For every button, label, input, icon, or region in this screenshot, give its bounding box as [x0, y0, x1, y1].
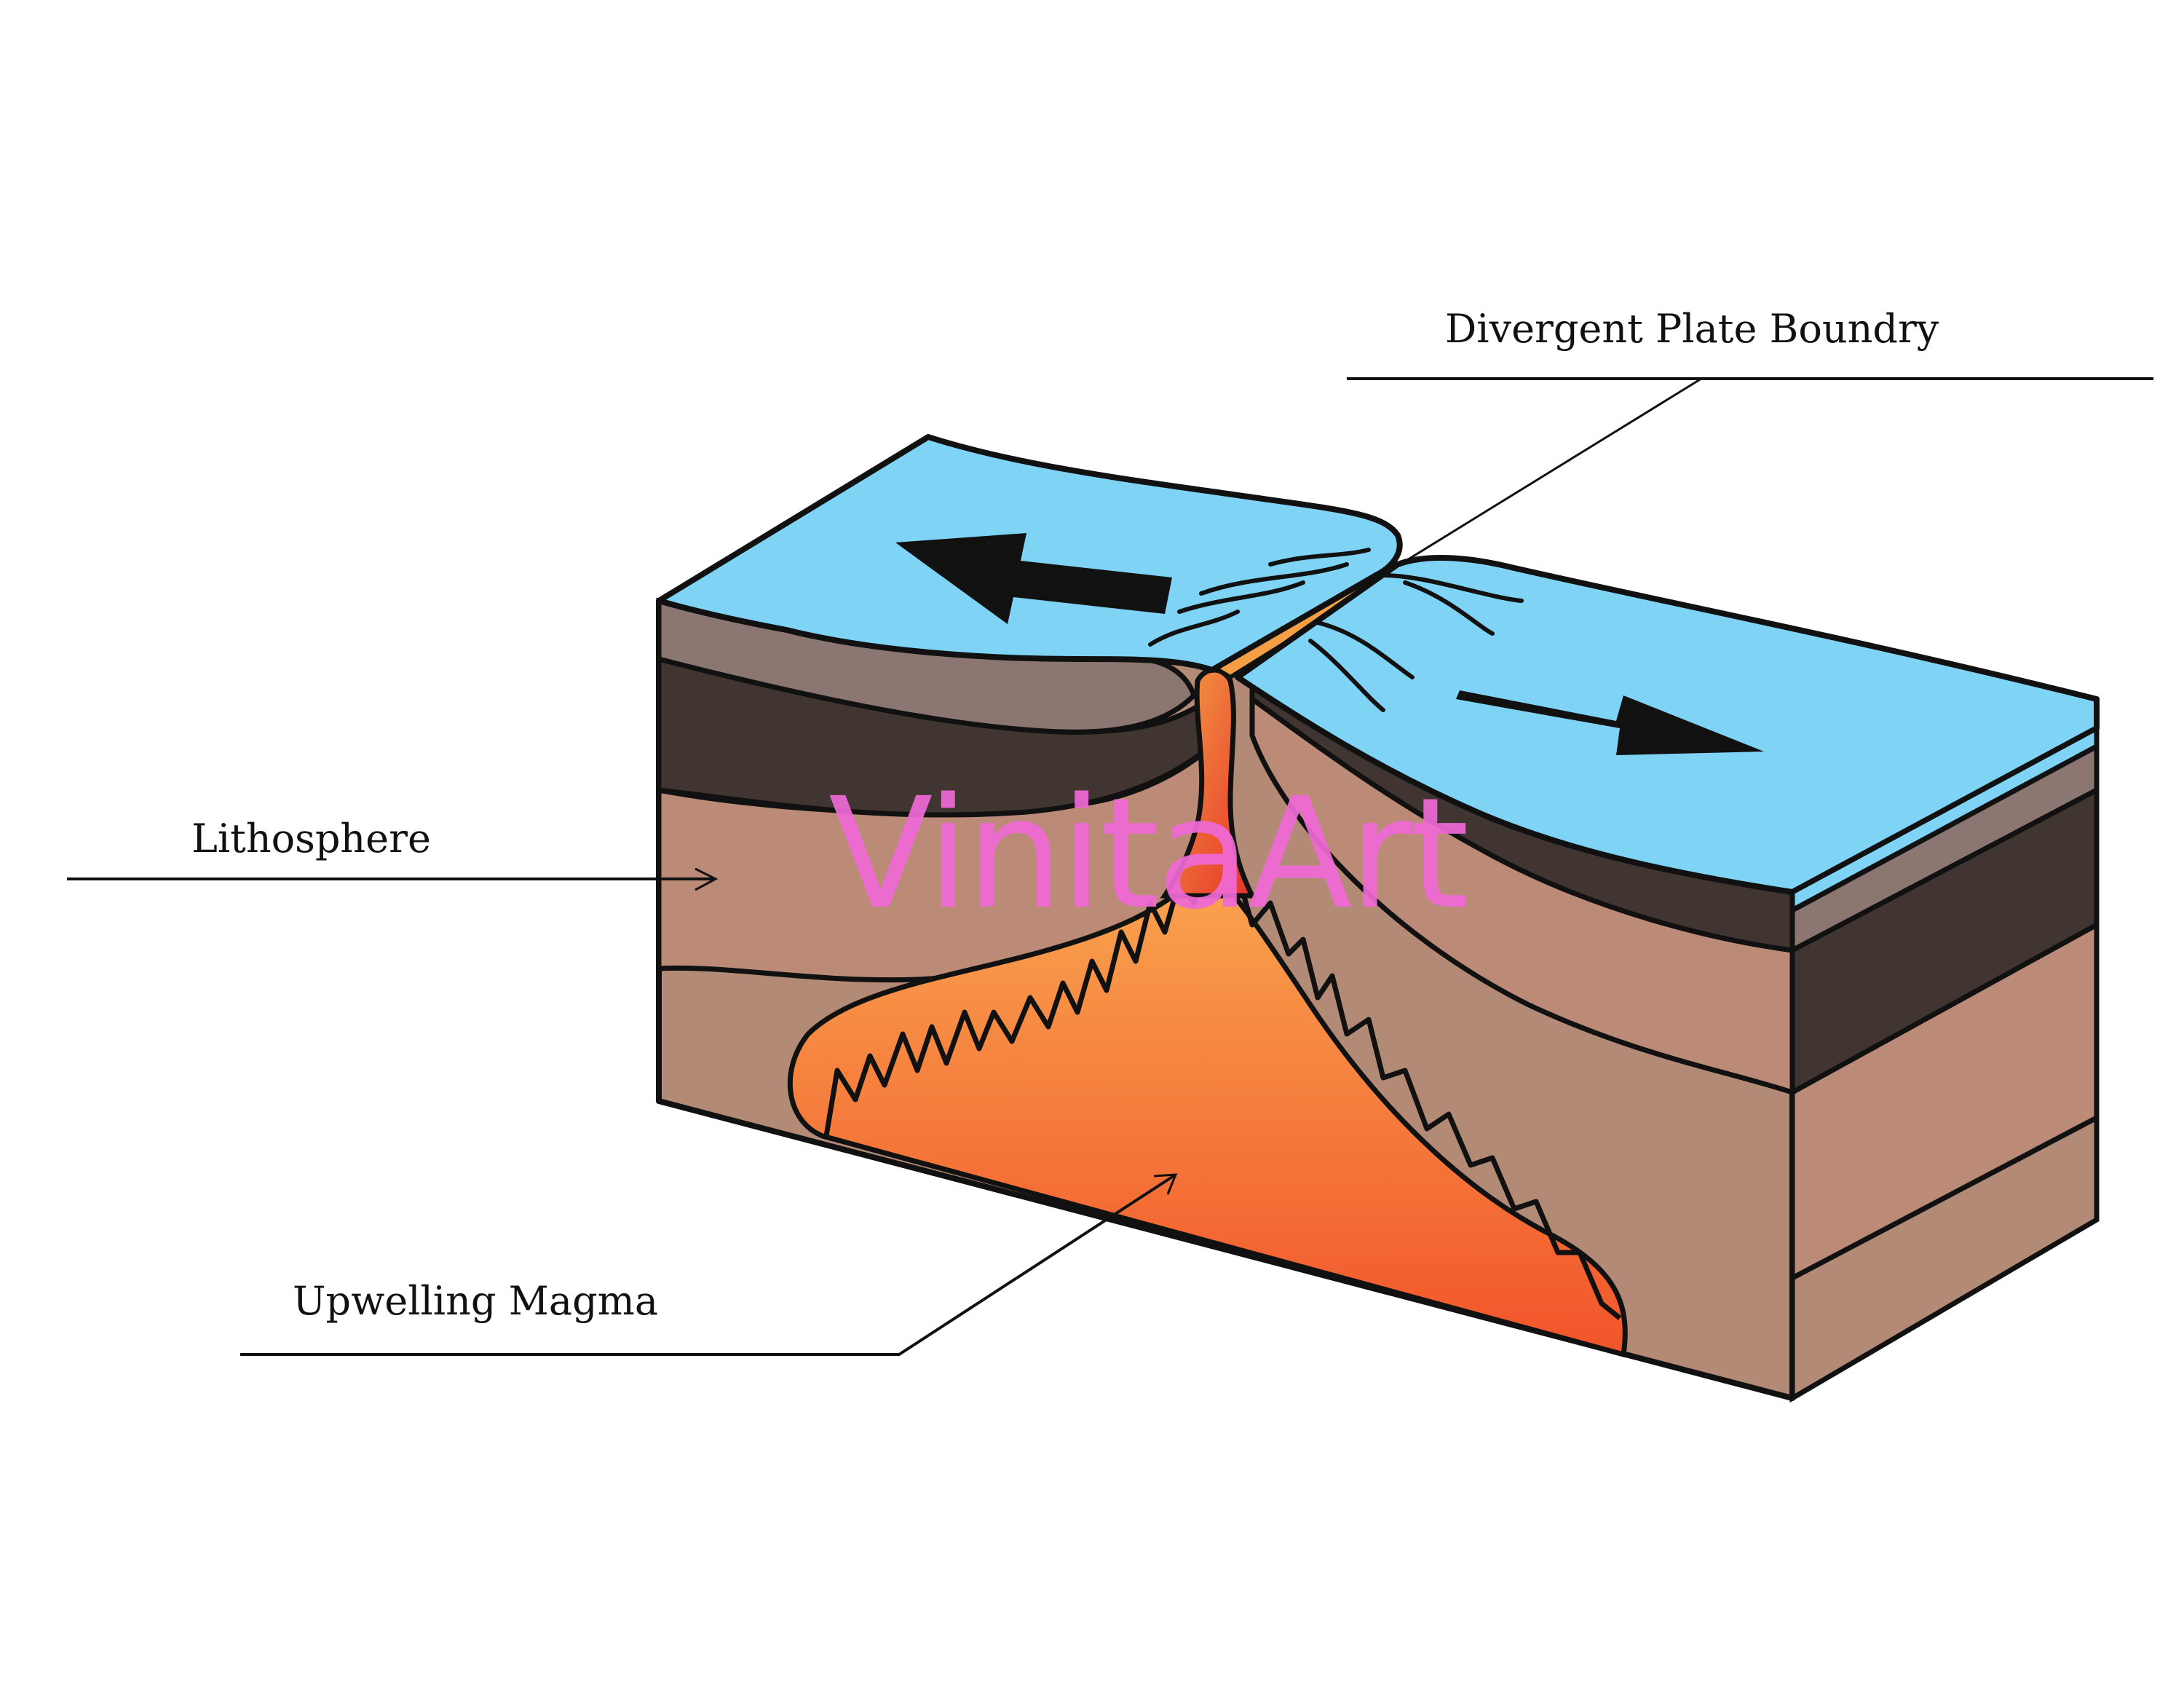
- magma-fingers-right: [1235, 873, 1622, 1320]
- ridge-lines-right: [1308, 573, 1524, 712]
- divergent-leader: [1393, 377, 1702, 569]
- divergent-boundary-label: Divergent Plate Boundry: [1445, 306, 1939, 352]
- lithosphere-arrowhead: [695, 867, 719, 891]
- upwelling-magma-label: Upwelling Magma: [293, 1278, 659, 1324]
- watermark: VinitaArt: [828, 765, 1469, 943]
- magma-arrowhead: [1153, 1173, 1178, 1195]
- ridge-lines-left: [1148, 548, 1371, 647]
- magma-fingers-left: [823, 865, 1211, 1137]
- arrow-left-icon: [895, 533, 1172, 624]
- magma-leader: [240, 1173, 1177, 1356]
- ocean-plate-left: [656, 434, 1403, 673]
- arrow-right-icon: [1456, 690, 1764, 755]
- lithosphere-label: Lithosphere: [191, 816, 431, 861]
- magma-vent: [1160, 667, 1257, 899]
- side-face-mantle: [1789, 1113, 2100, 1403]
